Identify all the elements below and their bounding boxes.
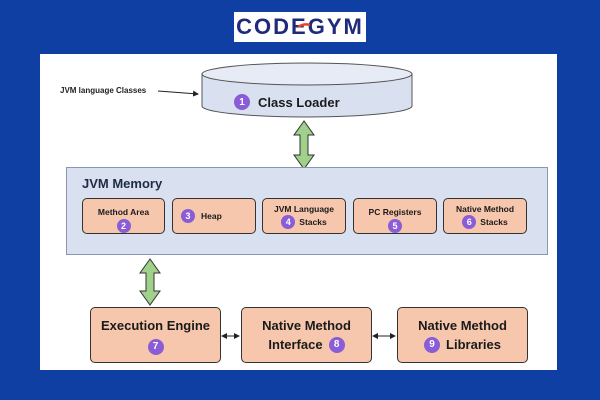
memory-area-number: 5 [388,219,402,233]
execution-engine-label: Execution Engine [100,318,211,333]
memory-area-method-area: Method Area 2 [82,198,165,234]
codegym-logo: CODEGYM [234,12,366,42]
memory-area-pc-registers: PC Registers 5 [353,198,437,234]
loader-memory-arrow [293,120,315,170]
memory-area-label-line2: Stacks [299,217,327,227]
execution-engine-box: Execution Engine 7 [90,307,221,363]
native-method-libraries-box: Native Method 9 Libraries [397,307,528,363]
native-method-interface-number: 8 [328,337,345,353]
memory-area-number: 4 [281,215,296,229]
memory-area-label: JVM Language [274,204,334,214]
class-loader-label: Class Loader [258,94,340,110]
memory-area-label: Method Area [97,207,150,217]
memory-area-heap: 3 Heap [172,198,256,234]
native-method-libraries-label: Native Method [418,318,507,333]
native-method-interface-box: Native Method Interface 8 [241,307,372,363]
diagram-canvas: JVM language Classes 1 Class Loader JVM … [40,54,557,370]
connector-layer [139,62,413,339]
input-arrow [157,90,199,97]
memory-area-label: Heap [201,211,222,221]
memory-area-number: 2 [116,219,131,233]
execution-engine-number: 7 [147,339,164,355]
memory-area-label: Native Method [455,204,515,214]
memory-engine-arrow [139,258,161,306]
class-loader: 1 Class Loader [234,94,340,110]
native-method-libraries-label-line2: Libraries [446,337,501,352]
jvm-memory-title: JVM Memory [82,176,163,191]
memory-area-number: 6 [462,215,477,229]
memory-area-label-line2: Stacks [480,217,508,227]
memory-area-jvm-language-stacks: JVM Language 4 Stacks [262,198,346,234]
input-label: JVM language Classes [60,86,147,95]
native-method-interface-label-line2: Interface [268,337,323,352]
memory-area-label: PC Registers [368,207,422,217]
class-loader-number: 1 [234,94,250,110]
memory-area-native-method-stacks: Native Method 6 Stacks [443,198,527,234]
native-method-libraries-number: 9 [424,337,441,353]
logo-swoosh-icon [297,23,311,29]
class-loader-cylinder [201,62,413,118]
native-method-interface-label: Native Method [262,318,351,333]
memory-area-number: 3 [181,209,195,223]
